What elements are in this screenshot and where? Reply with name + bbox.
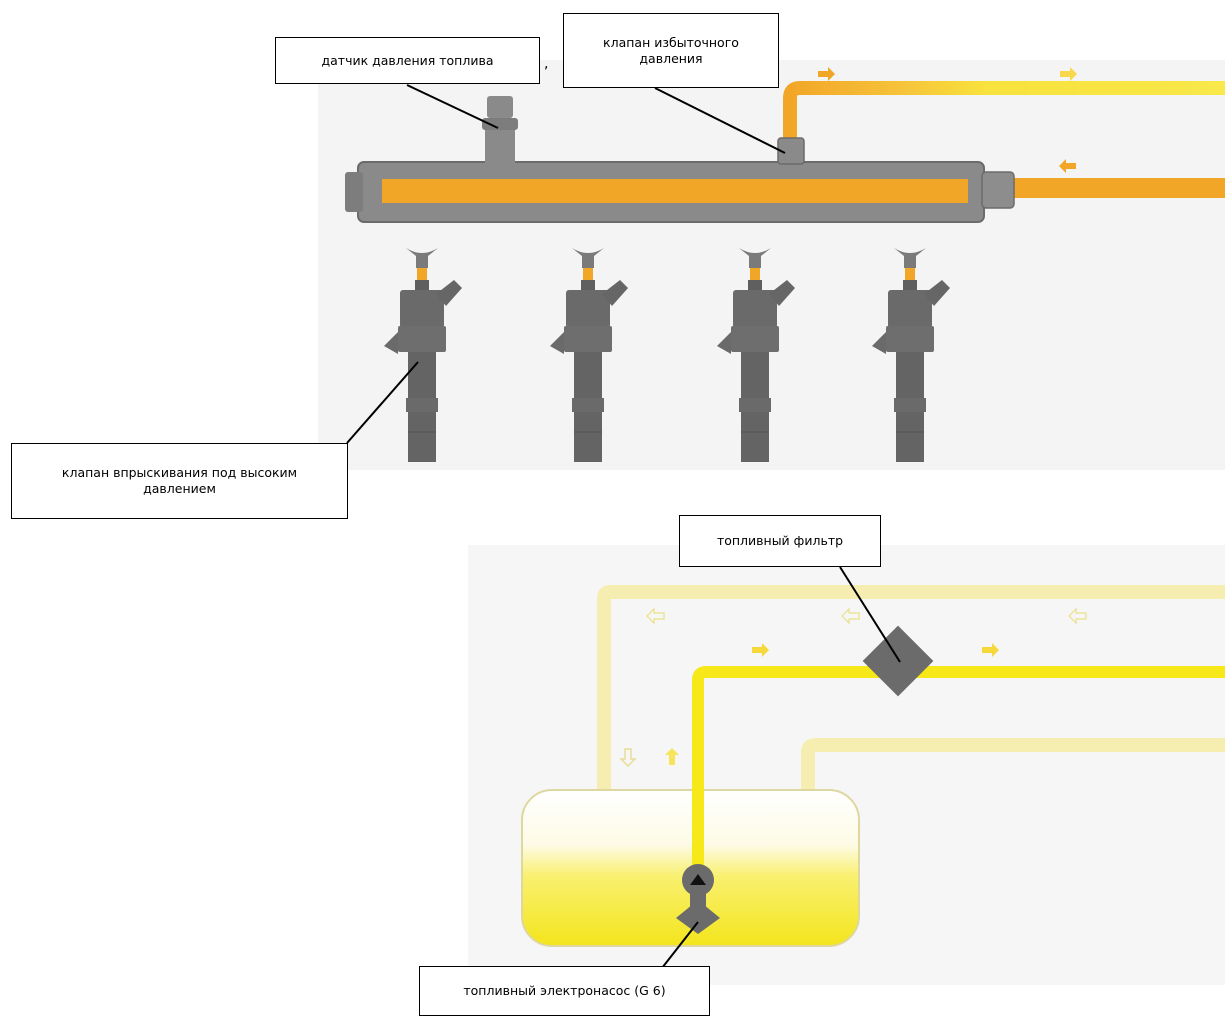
fuel-filter bbox=[862, 625, 934, 697]
pump-triangle-icon bbox=[690, 874, 706, 885]
return-line-2 bbox=[801, 738, 1225, 800]
rail-left-cap bbox=[345, 172, 363, 212]
pump bbox=[676, 864, 720, 934]
high-pressure-inlet-pipe bbox=[1010, 178, 1225, 198]
leader-line-injector bbox=[346, 361, 419, 444]
label-comma: , bbox=[544, 56, 549, 72]
leader-line-relief bbox=[654, 87, 786, 154]
arrow-icon bbox=[752, 643, 769, 657]
label-relief-valve: клапан избыточного давления bbox=[563, 13, 779, 88]
label-pressure-sensor: датчик давления топлива bbox=[275, 37, 540, 84]
leader-line-sensor bbox=[406, 84, 499, 129]
upper-panel bbox=[318, 60, 1225, 470]
label-fuel-pump: топливный электронасос (G 6) bbox=[419, 966, 710, 1016]
arrow-icon bbox=[982, 643, 999, 657]
pressure-sensor bbox=[482, 96, 518, 164]
arrow-icon bbox=[1068, 607, 1087, 625]
leader-line-pump bbox=[661, 921, 699, 969]
arrow-icon bbox=[646, 607, 665, 625]
arrow-icon bbox=[1059, 159, 1076, 173]
arrow-icon bbox=[841, 607, 860, 625]
arrow-icon bbox=[665, 748, 679, 765]
arrow-icon bbox=[619, 748, 637, 767]
arrow-icon bbox=[818, 67, 835, 81]
label-fuel-filter: топливный фильтр bbox=[679, 515, 881, 567]
rail-fuel-channel bbox=[382, 179, 968, 203]
return-line bbox=[597, 585, 1225, 812]
relief-return-pipe bbox=[783, 81, 1225, 138]
arrow-icon bbox=[1060, 67, 1077, 81]
label-injector: клапан впрыскивания под высоким давление… bbox=[11, 443, 348, 519]
leader-line-filter bbox=[839, 566, 901, 663]
rail-right-fitting bbox=[981, 171, 1015, 209]
supply-line bbox=[692, 666, 1225, 868]
relief-valve bbox=[777, 137, 805, 165]
